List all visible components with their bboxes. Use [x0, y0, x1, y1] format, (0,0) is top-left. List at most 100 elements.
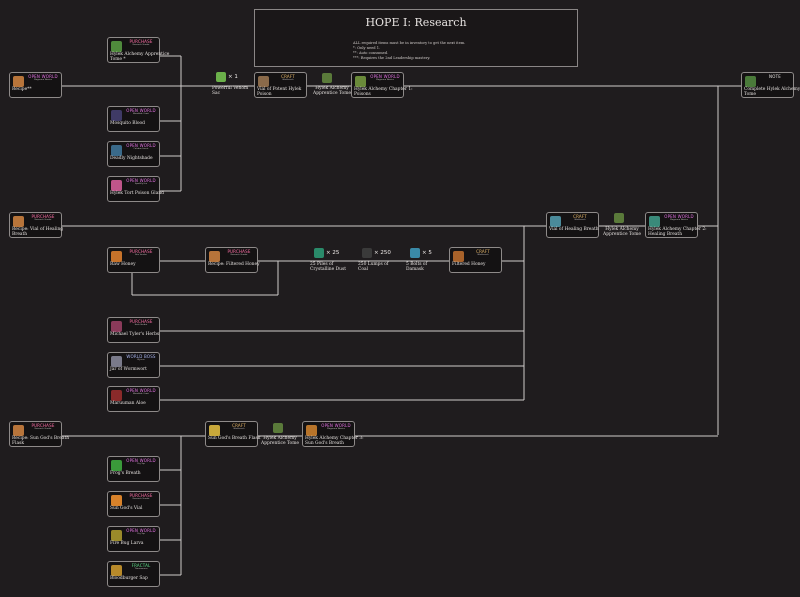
node-tag: OPEN WORLD: [664, 214, 694, 219]
aloe-icon: [111, 390, 122, 401]
honey-jar-icon: [453, 251, 464, 262]
node-location: Workbench: [282, 79, 294, 81]
honey-icon: [111, 251, 122, 262]
dust-qty: × 25: [326, 250, 340, 256]
tome-label: Hylek Alchemy Apprentice Tome: [261, 436, 299, 446]
node-recipe-honey[interactable]: PURCHASE Research Vendor Recipe: Filtere…: [205, 247, 260, 273]
node-chapter2[interactable]: OPEN WORLD Maguuma Wastes Hylek Alchemy …: [645, 212, 707, 238]
node-name: Maruuman Aloe: [110, 401, 146, 406]
coal-icon: [362, 248, 372, 258]
node-recipe-top[interactable]: OPEN WORLD Maguuma Wastes Recipe**: [9, 72, 62, 98]
damask-label: 5 Bolts of Damask: [406, 262, 428, 272]
node-name: Frog's Breath: [110, 471, 141, 476]
node-location: Research Vendor: [132, 44, 150, 46]
vial-icon: [258, 76, 269, 87]
node-deadly-nightshade[interactable]: OPEN WORLD Caledon Forest Deadly Nightsh…: [107, 141, 160, 167]
node-tag: PURCHASE: [129, 493, 153, 498]
node-flask[interactable]: CRAFT Workbench Sun God's Breath Flask: [205, 421, 260, 447]
node-name: Fire Bug Larva: [110, 541, 144, 546]
node-frogs-breath[interactable]: OPEN WORLD Dry Top Frog's Breath: [107, 456, 160, 482]
recipe-icon: [13, 216, 24, 227]
coal-label: 250 Lumps of Coal: [358, 262, 389, 272]
node-name: Raw Honey: [110, 262, 136, 267]
node-name: Hylek Tort Poison Gland: [110, 191, 164, 196]
node-name: Jar of Wormwort: [110, 367, 147, 372]
node-name: Hylek Alchemy Chapter 1: Poisons: [354, 87, 413, 97]
node-location: Research Vendor: [230, 254, 248, 256]
note-line: ***: Requires the 2nd Leadership mastery…: [353, 56, 431, 60]
node-location: Bloodtide Coast: [133, 113, 149, 115]
node-chapter3[interactable]: OPEN WORLD Maguuma Wastes Hylek Alchemy …: [302, 421, 364, 447]
node-filtered-honey[interactable]: CRAFT Workbench Filtered Honey: [449, 247, 502, 273]
node-location: Bloodtide Coast: [133, 393, 149, 395]
coal-qty: × 250: [374, 250, 391, 256]
node-tag: OPEN WORLD: [126, 108, 156, 113]
node-location: Sparkfly Fen: [134, 183, 148, 185]
node-location: Research Vendor: [34, 219, 52, 221]
node-name: Sun God's Breath Flask: [208, 436, 261, 441]
node-wormwort[interactable]: WORLD BOSS Wyvern Jar of Wormwort: [107, 352, 160, 378]
larva-icon: [111, 530, 122, 541]
sap-icon: [111, 565, 122, 576]
node-hylek-tome-top[interactable]: PURCHASE Research Vendor Hylek Alchemy A…: [107, 37, 169, 63]
node-location: Wyvern: [137, 359, 145, 361]
node-tyler-herbs[interactable]: PURCHASE Herb Vendor Michael Tyler's Her…: [107, 317, 160, 343]
node-location: Dry Top: [137, 463, 145, 465]
node-recipe-flask[interactable]: PURCHASE Research Vendor Recipe: Sun God…: [9, 421, 69, 447]
node-tag: CRAFT: [281, 74, 295, 79]
node-name: Recipe: Filtered Honey: [208, 262, 260, 267]
node-name: Hylek Alchemy Apprentice Tome *: [110, 52, 170, 62]
node-location: Dry Top: [137, 533, 145, 535]
jar-icon: [111, 356, 122, 367]
node-name: Mosquito Blood: [110, 121, 145, 126]
chapter-icon: [306, 425, 317, 436]
node-fire-larva[interactable]: OPEN WORLD Dry Top Fire Bug Larva: [107, 526, 160, 552]
damask-icon: [410, 248, 420, 258]
node-poison-gland[interactable]: OPEN WORLD Sparkfly Fen Hylek Tort Poiso…: [107, 176, 164, 202]
venom-sac-qty: × 1: [228, 74, 238, 80]
node-name: Complete Hylek Alchemy Tome: [744, 87, 800, 97]
note-line: *: Only need 1.: [353, 46, 381, 50]
node-tag: OPEN WORLD: [321, 423, 351, 428]
node-location: Research Vendor: [34, 428, 52, 430]
node-location: Research Vendor: [132, 498, 150, 500]
node-aloe[interactable]: OPEN WORLD Bloodtide Coast Maruuman Aloe: [107, 386, 160, 412]
node-tag: PURCHASE: [129, 319, 153, 324]
node-tag: CRAFT: [232, 423, 246, 428]
node-name: Michael Tyler's Herbs: [110, 332, 160, 337]
node-chapter1[interactable]: OPEN WORLD Maguuma Wastes Hylek Alchemy …: [351, 72, 413, 98]
node-raw-honey[interactable]: PURCHASE Bee Vendor Raw Honey: [107, 247, 160, 273]
note-line: ALL required items must be in inventory …: [353, 41, 466, 45]
nightshade-icon: [111, 145, 122, 156]
recipe-icon: [13, 76, 24, 87]
title-panel: HOPE I: Research ALL required items must…: [254, 9, 578, 67]
node-sap[interactable]: FRACTAL Thaumanova Bloodburger Sap: [107, 561, 160, 587]
node-tag: PURCHASE: [227, 249, 251, 254]
tome-icon: [273, 423, 283, 433]
node-vial-poison[interactable]: CRAFT Workbench Vial of Potent Hylek Poi…: [254, 72, 307, 98]
node-recipe-healing[interactable]: PURCHASE Research Vendor Recipe: Vial of…: [9, 212, 63, 238]
node-complete-tome[interactable]: NOTE Complete Hylek Alchemy Tome: [741, 72, 800, 98]
tome-icon: [322, 73, 332, 83]
node-name: Vial of Healing Breath: [549, 227, 599, 232]
tome-label: Hylek Alchemy Apprentice Tome: [313, 86, 351, 96]
node-name: Vial of Potent Hylek Poison: [257, 87, 302, 97]
node-vial-healing[interactable]: CRAFT Workbench Vial of Healing Breath: [546, 212, 599, 238]
node-tag: PURCHASE: [31, 214, 55, 219]
node-location: Workbench: [574, 219, 586, 221]
node-sun-vial[interactable]: PURCHASE Research Vendor Sun God's Vial: [107, 491, 160, 517]
node-mosquito-blood[interactable]: OPEN WORLD Bloodtide Coast Mosquito Bloo…: [107, 106, 160, 132]
node-name: Recipe: Sun God's Breath Flask: [12, 436, 70, 446]
node-tag: WORLD BOSS: [126, 354, 156, 359]
node-tag: CRAFT: [573, 214, 587, 219]
tome-label: Hylek Alchemy Apprentice Tome: [603, 227, 641, 237]
node-name: Recipe**: [12, 87, 32, 92]
node-location: Maguuma Wastes: [376, 79, 394, 81]
node-location: Caledon Forest: [133, 148, 149, 150]
node-location: Workbench: [477, 254, 489, 256]
page-title: HOPE I: Research: [365, 16, 467, 29]
node-location: Bee Vendor: [135, 254, 147, 256]
node-tag: OPEN WORLD: [370, 74, 400, 79]
recipe-icon: [13, 425, 24, 436]
